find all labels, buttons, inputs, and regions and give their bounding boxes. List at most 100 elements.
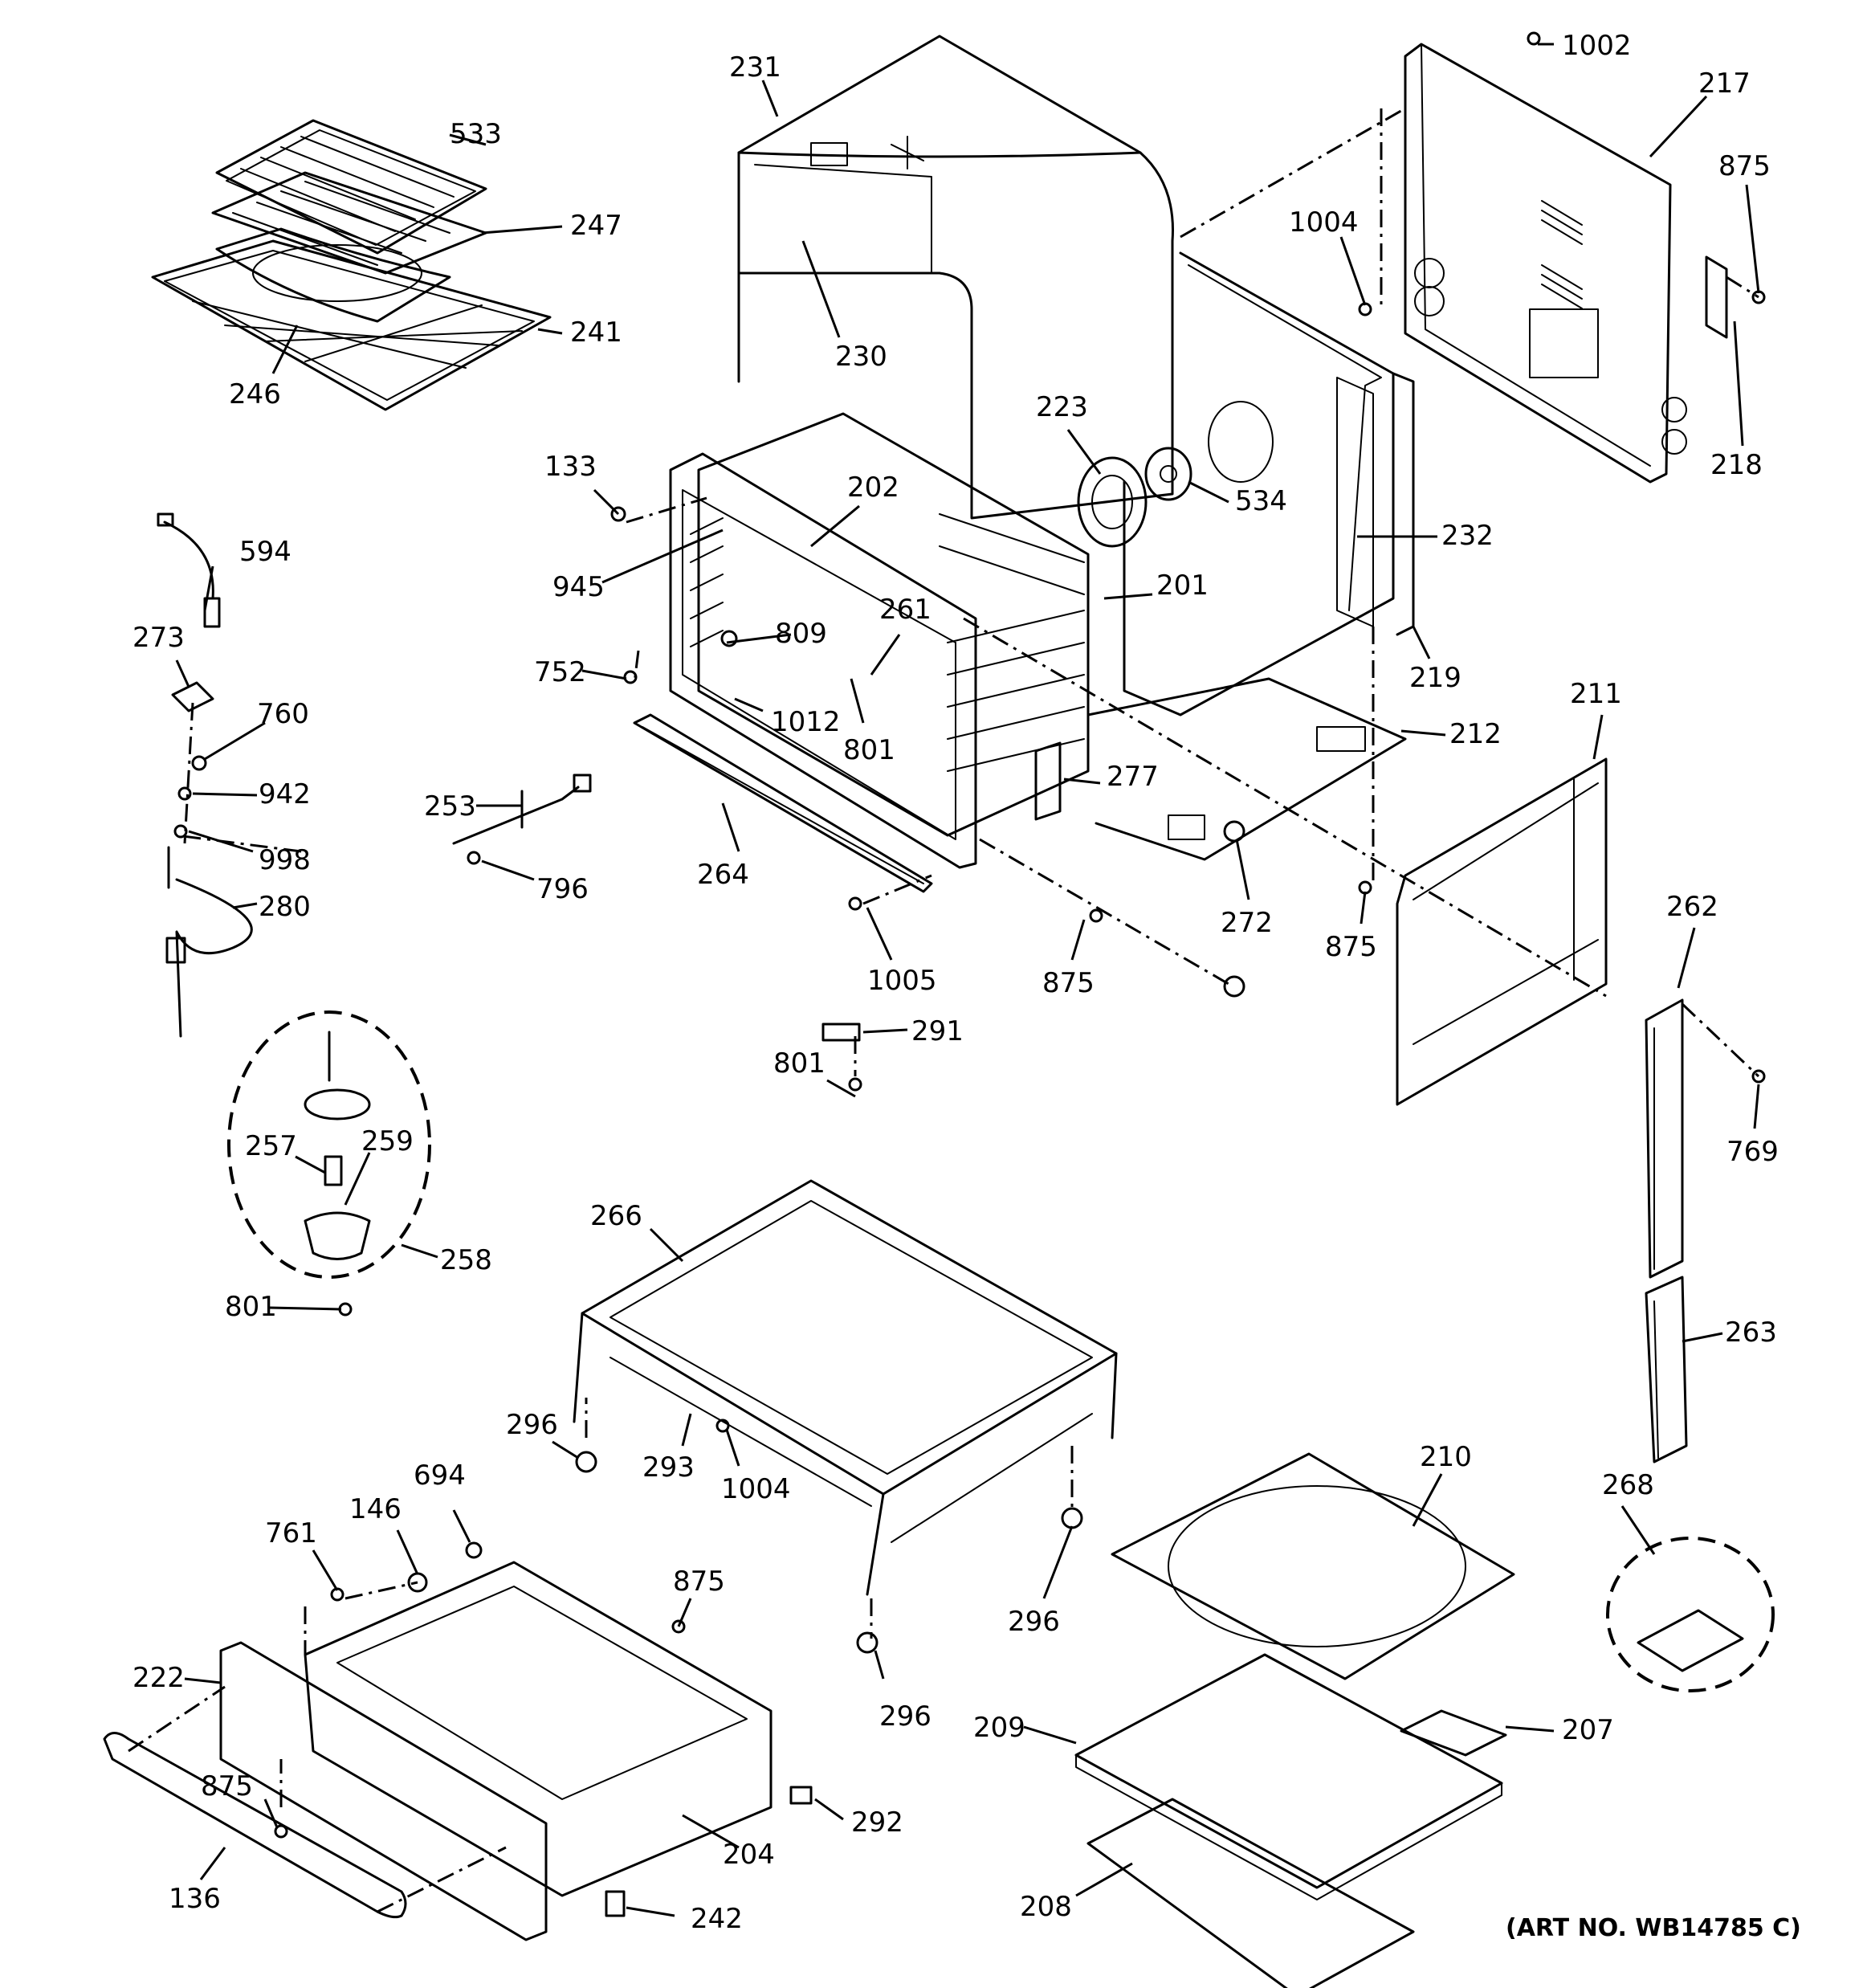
callout-210: 210 bbox=[1420, 1441, 1472, 1473]
bottom-insulation-208 bbox=[1086, 1798, 1415, 1988]
outer-wrapper-231 bbox=[737, 35, 1174, 520]
callout-201: 201 bbox=[1156, 569, 1209, 602]
callout-264: 264 bbox=[697, 859, 749, 891]
callout-labels: 533 247 241 246 231 230 1002 217 875 100… bbox=[132, 30, 1779, 1935]
side-trim-263 bbox=[1645, 1276, 1688, 1463]
callout-257: 257 bbox=[245, 1130, 297, 1162]
callout-875-c: 875 bbox=[1042, 967, 1095, 999]
clip-detail-268 bbox=[1606, 1537, 1775, 1692]
callout-241: 241 bbox=[570, 316, 622, 349]
callout-801-b: 801 bbox=[773, 1047, 826, 1080]
fan-motor-mount-534 bbox=[1144, 447, 1192, 501]
callout-945: 945 bbox=[552, 571, 605, 603]
broil-pan-246 bbox=[215, 227, 451, 323]
probe-253 bbox=[452, 774, 592, 845]
callout-218: 218 bbox=[1710, 449, 1763, 481]
leader-lines bbox=[175, 43, 1760, 1917]
callout-208: 208 bbox=[1020, 1891, 1072, 1923]
callout-231: 231 bbox=[729, 51, 781, 84]
callout-242: 242 bbox=[691, 1903, 743, 1935]
art-number: (ART NO. WB14785 C) bbox=[1506, 1914, 1801, 1942]
oven-light-assembly-258 bbox=[227, 1010, 431, 1279]
callout-809: 809 bbox=[775, 618, 827, 650]
callout-261: 261 bbox=[879, 594, 932, 626]
callout-534: 534 bbox=[1235, 485, 1287, 517]
callout-752: 752 bbox=[534, 656, 586, 688]
callout-998: 998 bbox=[259, 844, 311, 876]
callout-273: 273 bbox=[132, 622, 185, 654]
callout-202: 202 bbox=[847, 471, 899, 504]
bracket-218 bbox=[1705, 255, 1728, 339]
oven-rack-533 bbox=[215, 119, 487, 255]
callout-875-d: 875 bbox=[673, 1565, 725, 1598]
convection-fan-223 bbox=[1077, 456, 1148, 548]
callout-212: 212 bbox=[1449, 718, 1502, 750]
callout-217: 217 bbox=[1698, 67, 1751, 100]
callout-296-a: 296 bbox=[506, 1409, 558, 1441]
callout-533: 533 bbox=[450, 118, 502, 150]
drawer-body-204 bbox=[304, 1561, 773, 1897]
hinge-277 bbox=[1034, 741, 1062, 821]
lamp-socket-257 bbox=[304, 1031, 371, 1186]
lamp-cover-259 bbox=[304, 1211, 371, 1260]
callout-232: 232 bbox=[1441, 520, 1494, 552]
oven-sensor-280 bbox=[165, 846, 253, 1038]
drawer-handle-136 bbox=[103, 1732, 407, 1919]
callout-769: 769 bbox=[1726, 1136, 1779, 1168]
screw-hardware bbox=[173, 31, 1766, 1917]
callout-230: 230 bbox=[835, 341, 887, 373]
clip-268 bbox=[1637, 1609, 1744, 1672]
callout-262: 262 bbox=[1666, 891, 1718, 923]
callout-209: 209 bbox=[973, 1712, 1025, 1744]
oven-body-232 bbox=[1123, 251, 1415, 716]
drawer-support-266 bbox=[573, 1179, 1118, 1596]
callout-594: 594 bbox=[239, 536, 291, 568]
callout-1004-a: 1004 bbox=[1289, 206, 1359, 239]
callout-207: 207 bbox=[1562, 1714, 1614, 1746]
callout-258: 258 bbox=[440, 1244, 492, 1276]
bake-element-264 bbox=[633, 713, 933, 893]
callout-801-c: 801 bbox=[225, 1291, 277, 1323]
callout-204: 204 bbox=[723, 1839, 775, 1871]
callout-146: 146 bbox=[349, 1493, 402, 1525]
bracket-207 bbox=[1400, 1709, 1507, 1757]
callout-942: 942 bbox=[259, 778, 311, 810]
callout-222: 222 bbox=[132, 1662, 185, 1694]
callout-875-e: 875 bbox=[201, 1770, 253, 1802]
oven-bottom-212 bbox=[1086, 677, 1407, 861]
callout-246: 246 bbox=[229, 378, 281, 410]
callout-296-b: 296 bbox=[1008, 1606, 1060, 1638]
callout-1012: 1012 bbox=[771, 706, 841, 738]
callout-1002: 1002 bbox=[1562, 30, 1632, 62]
sensor-harness-594 bbox=[157, 512, 221, 628]
callout-272: 272 bbox=[1221, 907, 1273, 939]
callout-292: 292 bbox=[851, 1806, 903, 1839]
callout-875-b: 875 bbox=[1325, 931, 1377, 963]
side-trim-262 bbox=[1645, 998, 1684, 1279]
base-plate-209 bbox=[1074, 1653, 1503, 1900]
callout-1005: 1005 bbox=[867, 965, 937, 997]
drawer-bottom-210 bbox=[1111, 1452, 1515, 1680]
callout-133: 133 bbox=[544, 451, 597, 483]
callout-801-a: 801 bbox=[843, 734, 895, 766]
callout-259: 259 bbox=[361, 1125, 414, 1157]
foot-272 bbox=[1223, 820, 1245, 998]
callout-268: 268 bbox=[1602, 1469, 1654, 1501]
callout-761: 761 bbox=[265, 1517, 317, 1549]
callout-277: 277 bbox=[1107, 761, 1159, 793]
oven-liner-201 bbox=[697, 412, 1090, 837]
callout-219: 219 bbox=[1409, 662, 1461, 694]
callout-263: 263 bbox=[1725, 1316, 1777, 1349]
callout-136: 136 bbox=[169, 1883, 221, 1915]
drawer-front-222 bbox=[219, 1641, 548, 1941]
callout-875-a: 875 bbox=[1718, 150, 1771, 182]
rear-panel-217 bbox=[1404, 43, 1687, 484]
callout-293: 293 bbox=[642, 1451, 695, 1484]
callout-266: 266 bbox=[590, 1200, 642, 1232]
callout-1004-b: 1004 bbox=[721, 1473, 791, 1505]
callout-296-c: 296 bbox=[879, 1700, 932, 1733]
callout-223: 223 bbox=[1036, 391, 1088, 423]
callout-247: 247 bbox=[570, 210, 622, 242]
callout-694: 694 bbox=[414, 1459, 466, 1492]
